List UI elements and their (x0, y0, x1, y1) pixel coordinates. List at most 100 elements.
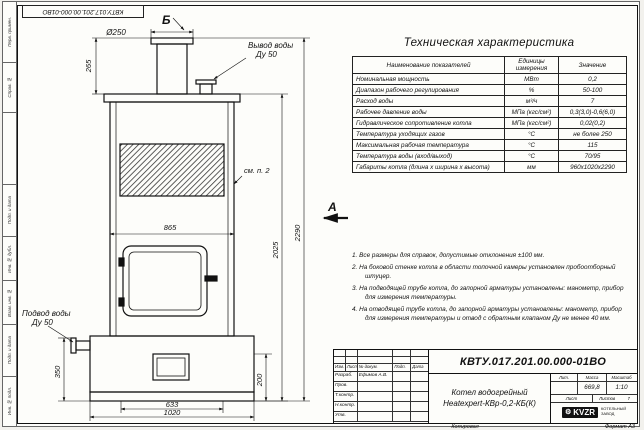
base-channel (89, 391, 255, 402)
dim-200: 200 (255, 373, 264, 387)
dim-2025: 2025 (271, 241, 280, 260)
param-name: Номинальная мощность (352, 73, 505, 85)
dim-633: 633 (166, 400, 179, 409)
param-name: Максимальная рабочая температура (352, 139, 505, 151)
table-row: Номинальная мощность МВт 0,2 (352, 73, 627, 85)
dim-2290: 2290 (293, 224, 302, 243)
note-2: 2. На боковой стенке котла в области топ… (352, 263, 616, 280)
param-unit: °С (504, 128, 559, 140)
product-line1: Котел водогрейный (451, 387, 528, 397)
margin-label: Справ. № (6, 77, 12, 98)
water-inlet-pipe (75, 340, 91, 351)
format-label: Формат А3 (604, 423, 635, 430)
margin-label: Подп. и дата (6, 196, 12, 225)
title-block-right: Лит. Масса Масштаб 669,8 1:10 Лист Листо… (551, 374, 637, 423)
role-row-approver: Утв. (334, 412, 428, 422)
revision-row-blank (334, 357, 428, 364)
revision-grid: Изм. Лист № докум. Подп. Дата Разраб. Еф… (334, 350, 429, 423)
boiler-drawing: Ø250 265 865 2025 2290 350 200 633 1020 … (22, 13, 348, 421)
param-name: Рабочее давление воды (352, 106, 505, 118)
outlet-label-line1: Вывод воды (248, 41, 293, 50)
water-inlet-flange (70, 337, 77, 354)
product-name-cell: Котел водогрейный Heatexpert-КВр-0,2-КБ(… (429, 374, 551, 423)
table-row: Гидравлическое сопротивление котла МПа (… (352, 117, 627, 129)
company-logo-cell: ⚙ KVZR КОТЕЛЬНЫЙ ЗАВОД (551, 403, 637, 421)
lit-mass-scale-header: Лит. Масса Масштаб (551, 374, 637, 382)
door-hinge-top (118, 257, 125, 267)
dim-865: 865 (164, 223, 177, 232)
param-unit: МВт (504, 73, 559, 85)
dimension-lines (47, 17, 348, 421)
table-row: Температура воды (вход/выход) °С 70/95 (352, 150, 627, 162)
title-block: Изм. Лист № докум. Подп. Дата Разраб. Еф… (333, 349, 638, 424)
role-row-ncontrol: Н.контр. (334, 402, 428, 412)
margin-label: Инв. № дубл. (6, 244, 12, 273)
col-header-units: Единицы измерения (504, 56, 559, 74)
heat-exchanger-window (119, 143, 225, 197)
param-name: Температура воды (вход/выход) (352, 150, 505, 162)
note-4: 4. На отводящей трубе котла, до запорной… (352, 305, 622, 322)
param-unit: % (504, 84, 559, 96)
revision-header-row: Изм. Лист № докум. Подп. Дата (334, 364, 428, 372)
door-handle (204, 275, 218, 282)
param-unit: м³/ч (504, 95, 559, 107)
dim-1020: 1020 (164, 408, 182, 417)
param-value: 7 (558, 95, 627, 107)
sheets-value: 7 (627, 396, 630, 401)
door-hinge-bottom (118, 297, 125, 307)
see-note-leader (233, 175, 243, 185)
param-value: 115 (558, 139, 627, 151)
boiler-top-plate (103, 93, 241, 103)
param-name: Расход воды (352, 95, 505, 107)
ash-door-inner (156, 357, 186, 377)
gost-left-margin: Перв. примен. Справ. № Подп. и дата Инв.… (2, 1, 17, 427)
tech-table-title: Техническая характеристика (403, 37, 575, 49)
notes-block: 1. Все размеры для справок, допустимые о… (352, 252, 634, 327)
table-row: Максимальная рабочая температура °С 115 (352, 139, 627, 151)
kvzr-logo: ⚙ KVZR (561, 406, 598, 418)
inlet-label-line1: Подвод воды (22, 309, 71, 318)
margin-cell-spacer (2, 113, 17, 185)
sheets-row: Лист Листов 7 (551, 395, 637, 403)
furnace-door-inner (128, 251, 202, 311)
param-value: 50-100 (558, 84, 627, 96)
param-unit: °С (504, 150, 559, 162)
param-unit: МПа (кгс/см²) (504, 117, 559, 129)
ash-door (152, 353, 190, 381)
role-row-checker: Пров. (334, 382, 428, 392)
gear-icon: ⚙ (564, 408, 572, 416)
param-value: 0,2 (558, 73, 627, 85)
title-block-doc-number: КВТУ.017.201.00.000-01ВО (429, 350, 637, 374)
tech-table: Наименование показателей Единицы измерен… (352, 56, 627, 173)
param-value: 0,02(0,2) (558, 117, 627, 129)
margin-label: Подп. и дата (6, 336, 12, 365)
scale-value: 1:10 (615, 384, 628, 391)
param-value: 0,3(3,0)-0,6(6,0) (558, 106, 627, 118)
table-row: Расход воды м³/ч 7 (352, 95, 627, 107)
margin-cell: Перв. примен. (2, 1, 17, 63)
outlet-label-line2: Ду 50 (255, 50, 277, 59)
table-row: Рабочее давление воды МПа (кгс/см²) 0,3(… (352, 106, 627, 118)
col-header-value: Значение (558, 56, 627, 74)
role-row-developer: Разраб. Ефимов А.В. (334, 372, 428, 382)
lit-mass-scale-values: 669,8 1:10 (551, 382, 637, 395)
param-name: Габариты котла (длина х ширина х высота) (352, 161, 505, 173)
revision-row-blank (334, 350, 428, 357)
margin-label: Взам. инв. № (6, 288, 12, 317)
margin-label: Перв. примен. (6, 16, 12, 47)
furnace-door (122, 245, 208, 317)
water-outlet-pipe (199, 83, 213, 95)
dim-350: 350 (53, 365, 62, 378)
view-a-label: А (327, 200, 337, 214)
boiler-base (89, 335, 255, 393)
margin-cell: Инв. № подл. (2, 377, 17, 427)
table-row: Температура уходящих газов °С не более 2… (352, 128, 627, 140)
inlet-leader (47, 325, 74, 343)
note-1: 1. Все размеры для справок, допустимые о… (352, 252, 545, 259)
chimney (156, 43, 188, 95)
margin-cell: Подп. и дата (2, 185, 17, 237)
param-name: Температура уходящих газов (352, 128, 505, 140)
param-name: Гидравлическое сопротивление котла (352, 117, 505, 129)
col-header-name: Наименование показателей (352, 56, 505, 74)
note-3: 3. На подводящей трубе котла, до запорно… (352, 284, 624, 301)
